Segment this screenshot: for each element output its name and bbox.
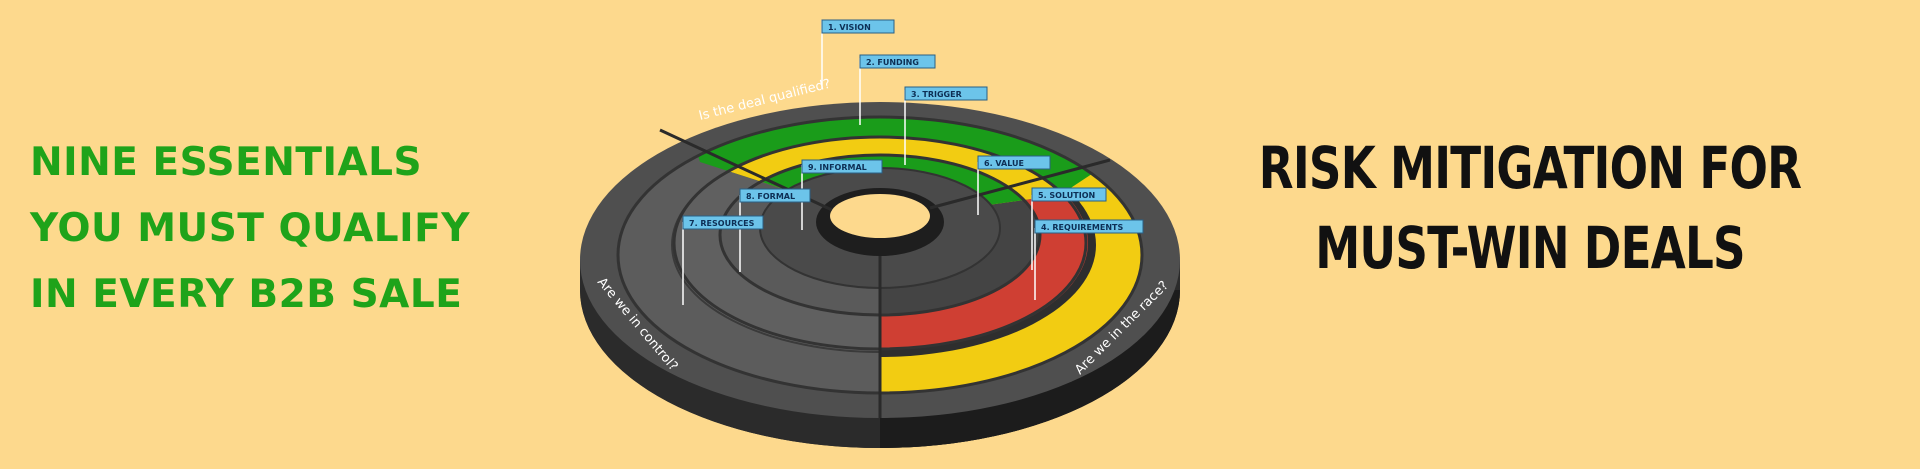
- svg-text:6. VALUE: 6. VALUE: [984, 159, 1024, 168]
- svg-text:9. INFORMAL: 9. INFORMAL: [808, 163, 867, 172]
- flag-formal: 8. FORMAL: [739, 188, 811, 203]
- right-heading-line-1: RISK MITIGATION FOR: [1258, 134, 1802, 202]
- svg-text:5. SOLUTION: 5. SOLUTION: [1038, 191, 1095, 200]
- flag-funding: 2. FUNDING: [859, 54, 936, 69]
- flag-resources: 7. RESOURCES: [682, 215, 764, 230]
- flag-vision: 1. VISION: [821, 19, 895, 34]
- left-heading-line-2: YOU MUST QUALIFY: [30, 206, 471, 251]
- svg-text:7. RESOURCES: 7. RESOURCES: [689, 219, 755, 228]
- flag-solution: 5. SOLUTION: [1031, 187, 1107, 202]
- left-heading-line-3: IN EVERY B2B SALE: [30, 272, 463, 317]
- svg-text:3. TRIGGER: 3. TRIGGER: [911, 90, 962, 99]
- right-heading: RISK MITIGATION FOR MUST-WIN DEALS: [1257, 128, 1803, 288]
- svg-text:1. VISION: 1. VISION: [828, 23, 871, 32]
- flag-requirements: 4. REQUIREMENTS: [1034, 219, 1144, 234]
- svg-text:4. REQUIREMENTS: 4. REQUIREMENTS: [1041, 223, 1123, 232]
- right-heading-line-2: MUST-WIN DEALS: [1315, 214, 1745, 282]
- left-heading-line-1: NINE ESSENTIALS: [30, 140, 423, 185]
- flag-value: 6. VALUE: [977, 155, 1051, 170]
- flag-poles: [682, 20, 1036, 305]
- flag-informal: 9. INFORMAL: [801, 159, 883, 174]
- svg-text:8. FORMAL: 8. FORMAL: [746, 192, 795, 201]
- svg-text:2. FUNDING: 2. FUNDING: [866, 58, 919, 67]
- flag-trigger: 3. TRIGGER: [904, 86, 988, 101]
- left-heading: NINE ESSENTIALS YOU MUST QUALIFY IN EVER…: [30, 130, 590, 328]
